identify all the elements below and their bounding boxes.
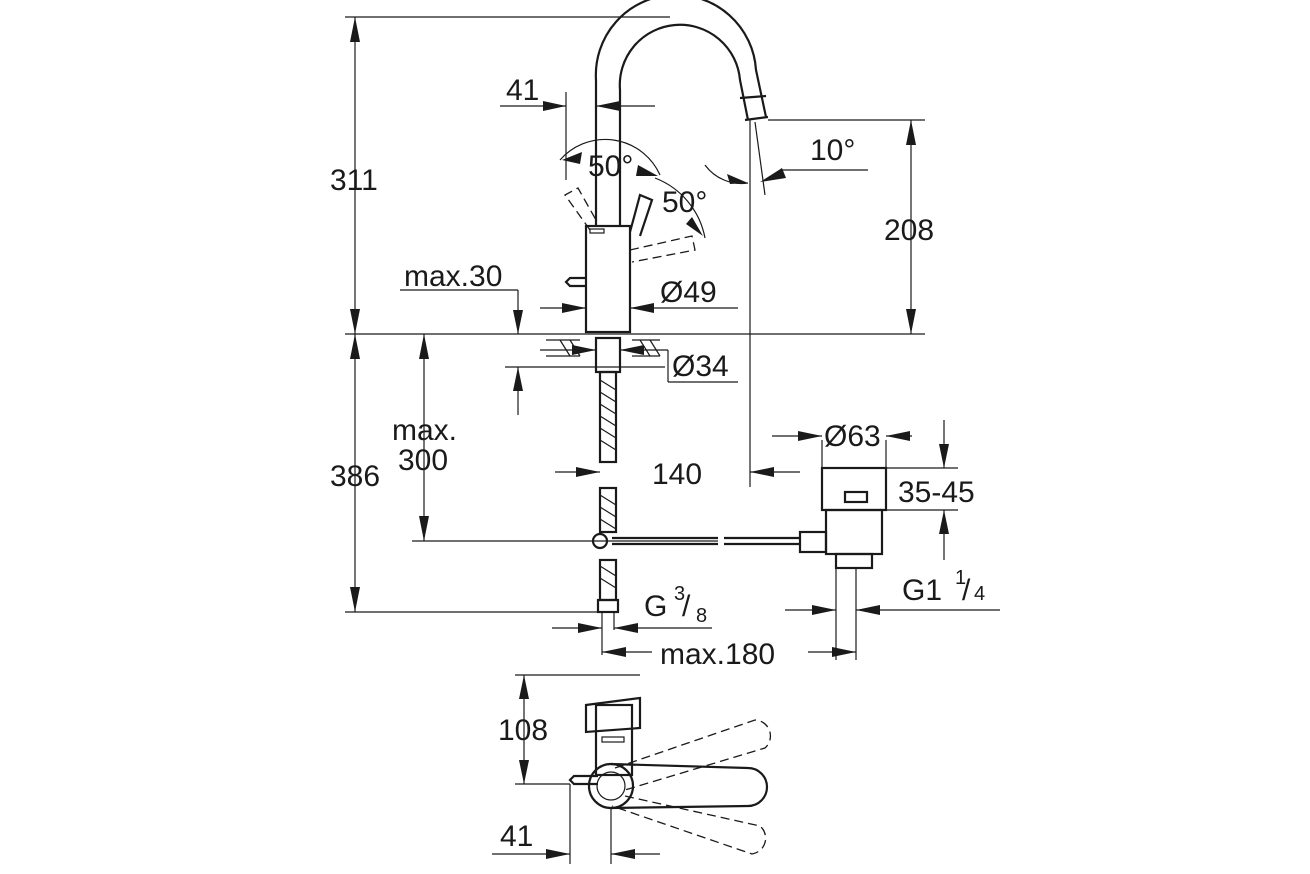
dim-spout-reach: 140	[652, 458, 702, 491]
dim-reach-top: 41	[506, 74, 539, 107]
dimension-labels: 311 41 50° 50° 10° 208 max.30 Ø49 Ø34 38…	[330, 74, 985, 853]
dim-hose-max-value: 300	[398, 444, 448, 477]
dim-waste-thread-slash: /	[962, 574, 971, 607]
dim-waste-thread: G1	[902, 574, 942, 607]
dim-waste-thread-den: 4	[974, 583, 985, 605]
dim-hose-thread-slash: /	[682, 590, 691, 623]
top-view	[568, 696, 772, 855]
dim-top-offset: 41	[500, 820, 533, 853]
dim-rod-max: max.180	[660, 638, 775, 671]
dim-hose-max-label: max.	[392, 414, 457, 447]
dim-waste-diameter: Ø63	[824, 420, 881, 453]
dim-lever-angle-b: 50°	[662, 186, 707, 219]
mounting-assembly	[345, 333, 760, 655]
dim-deck-thickness: max.30	[404, 260, 502, 293]
dim-spout-height: 208	[884, 214, 934, 247]
dim-base-diameter: Ø49	[660, 276, 717, 309]
dim-below-deck: 386	[330, 460, 380, 493]
dim-waste-thread-num: 1	[955, 567, 966, 589]
dim-spout-angle: 10°	[810, 134, 855, 167]
dim-hose-thread-num: 3	[674, 583, 685, 605]
dim-hose-thread-den: 8	[696, 605, 707, 627]
faucet-body	[564, 187, 696, 334]
dim-lever-angle-a: 50°	[588, 150, 633, 183]
dim-waste-range: 35-45	[898, 476, 975, 509]
dim-top-height: 108	[498, 714, 548, 747]
dimension-lines	[345, 16, 1000, 864]
pop-up-rod	[412, 532, 800, 550]
spout	[594, 0, 769, 225]
dim-hose-thread: G	[644, 590, 667, 623]
waste-fitting	[798, 466, 888, 660]
dim-hole-diameter: Ø34	[672, 350, 729, 383]
dim-height-total: 311	[330, 164, 378, 197]
